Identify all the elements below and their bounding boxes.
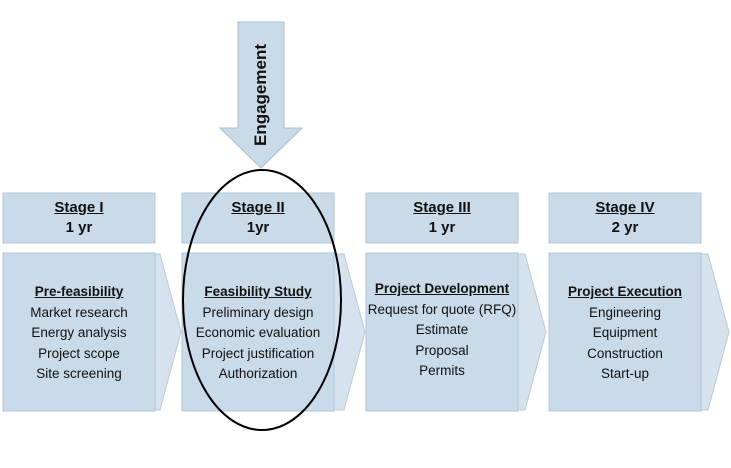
stage-4-body-box	[548, 252, 702, 412]
stage-2-item: Authorization	[218, 366, 298, 381]
stage-2-title: Stage II	[231, 199, 285, 216]
stage-2-highlight-ellipse	[182, 169, 342, 431]
stage-3-heading: Project Development	[374, 281, 510, 296]
stage-3-item: Request for quote (RFQ)	[367, 302, 517, 317]
stage-2-item: Preliminary design	[202, 305, 314, 320]
stage-1-item: Project scope	[38, 346, 120, 361]
stage-1-duration: 1 yr	[65, 219, 93, 236]
engagement-label: Engagement	[251, 43, 270, 147]
stage-3-duration: 1 yr	[428, 219, 456, 236]
stage-2-duration: 1yr	[246, 219, 270, 236]
stage-4-item: Equipment	[592, 325, 658, 340]
stage-2-item: Economic evaluation	[195, 325, 321, 340]
stage-4-item: Start-up	[600, 366, 650, 381]
stage-1-header-box	[2, 192, 156, 244]
stage-2-chevron-arrow	[329, 253, 366, 411]
stage-4-chevron-arrow	[696, 253, 730, 411]
stage-2-heading: Feasibility Study	[204, 284, 312, 299]
stage-1-heading: Pre-feasibility	[34, 284, 124, 299]
stage-2-header-box	[181, 192, 335, 244]
stage-3-title: Stage III	[413, 199, 471, 216]
stage-1-body-box	[2, 252, 156, 412]
stage-2-item: Project justification	[201, 346, 315, 361]
stage-2-body-box	[181, 252, 335, 412]
stage-4-header-box	[548, 192, 702, 244]
stage-3-body-box	[365, 252, 519, 412]
stage-4-title: Stage IV	[595, 199, 655, 216]
engagement-arrow	[218, 21, 304, 169]
stage-3-item: Estimate	[415, 322, 469, 337]
stage-4-duration: 2 yr	[611, 219, 639, 236]
stage-4-heading: Project Execution	[567, 284, 683, 299]
stage-1-item: Market research	[30, 305, 128, 320]
stage-4-item: Engineering	[588, 305, 662, 320]
stage-4-item: Construction	[587, 346, 663, 361]
stage-3-item: Proposal	[415, 343, 469, 358]
stage-1-item: Energy analysis	[31, 325, 127, 340]
stage-3-header-box	[365, 192, 519, 244]
stage-1-title: Stage I	[54, 199, 104, 216]
stage-1-item: Site screening	[36, 366, 122, 381]
stage-3-chevron-arrow	[513, 253, 547, 411]
stage-3-item: Permits	[419, 363, 465, 378]
